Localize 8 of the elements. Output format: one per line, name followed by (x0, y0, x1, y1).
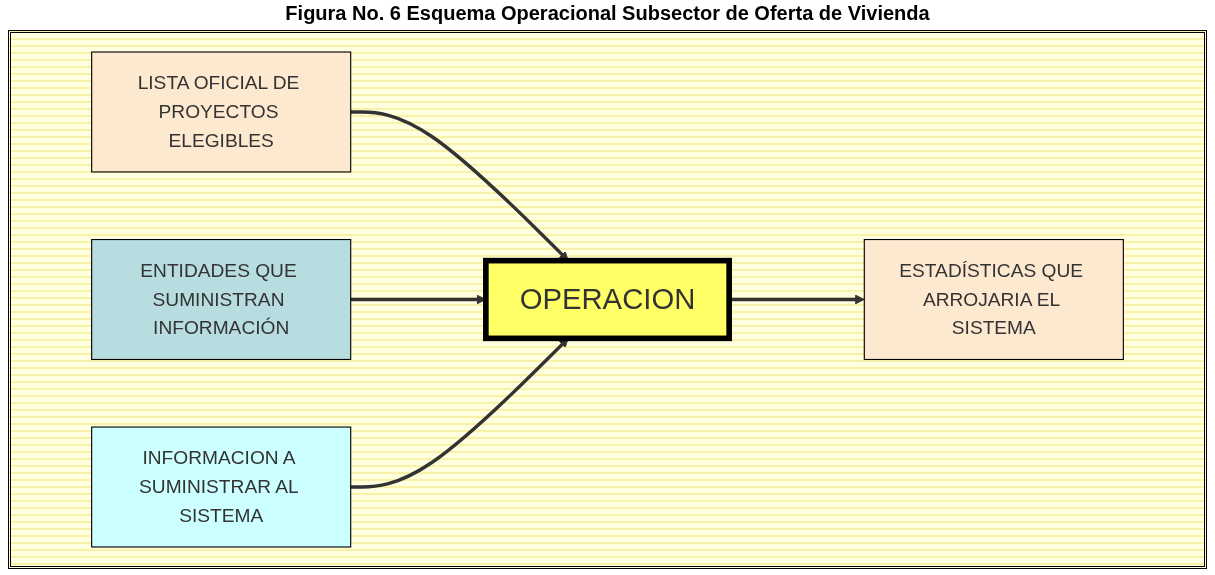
node-box (91, 426, 352, 548)
node-box (483, 257, 732, 342)
node-box (91, 238, 352, 361)
diagram-title: Figura No. 6 Esquema Operacional Subsector de Oferta de Vivienda (284, 2, 931, 25)
node-box (91, 51, 352, 173)
node-box (863, 238, 1124, 361)
diagram-background: LISTA OFICIAL DE PROYECTOS ELEGIBLES ENTIDADES QUE SUMINISTRAN INFORMACIÓN OPERACION ESTADÍSTICAS QUE ARROJARIA EL SISTEMA INFORMACION A SUMINISTRAR AL SISTEMA (8, 30, 1207, 569)
arrow (729, 294, 865, 305)
